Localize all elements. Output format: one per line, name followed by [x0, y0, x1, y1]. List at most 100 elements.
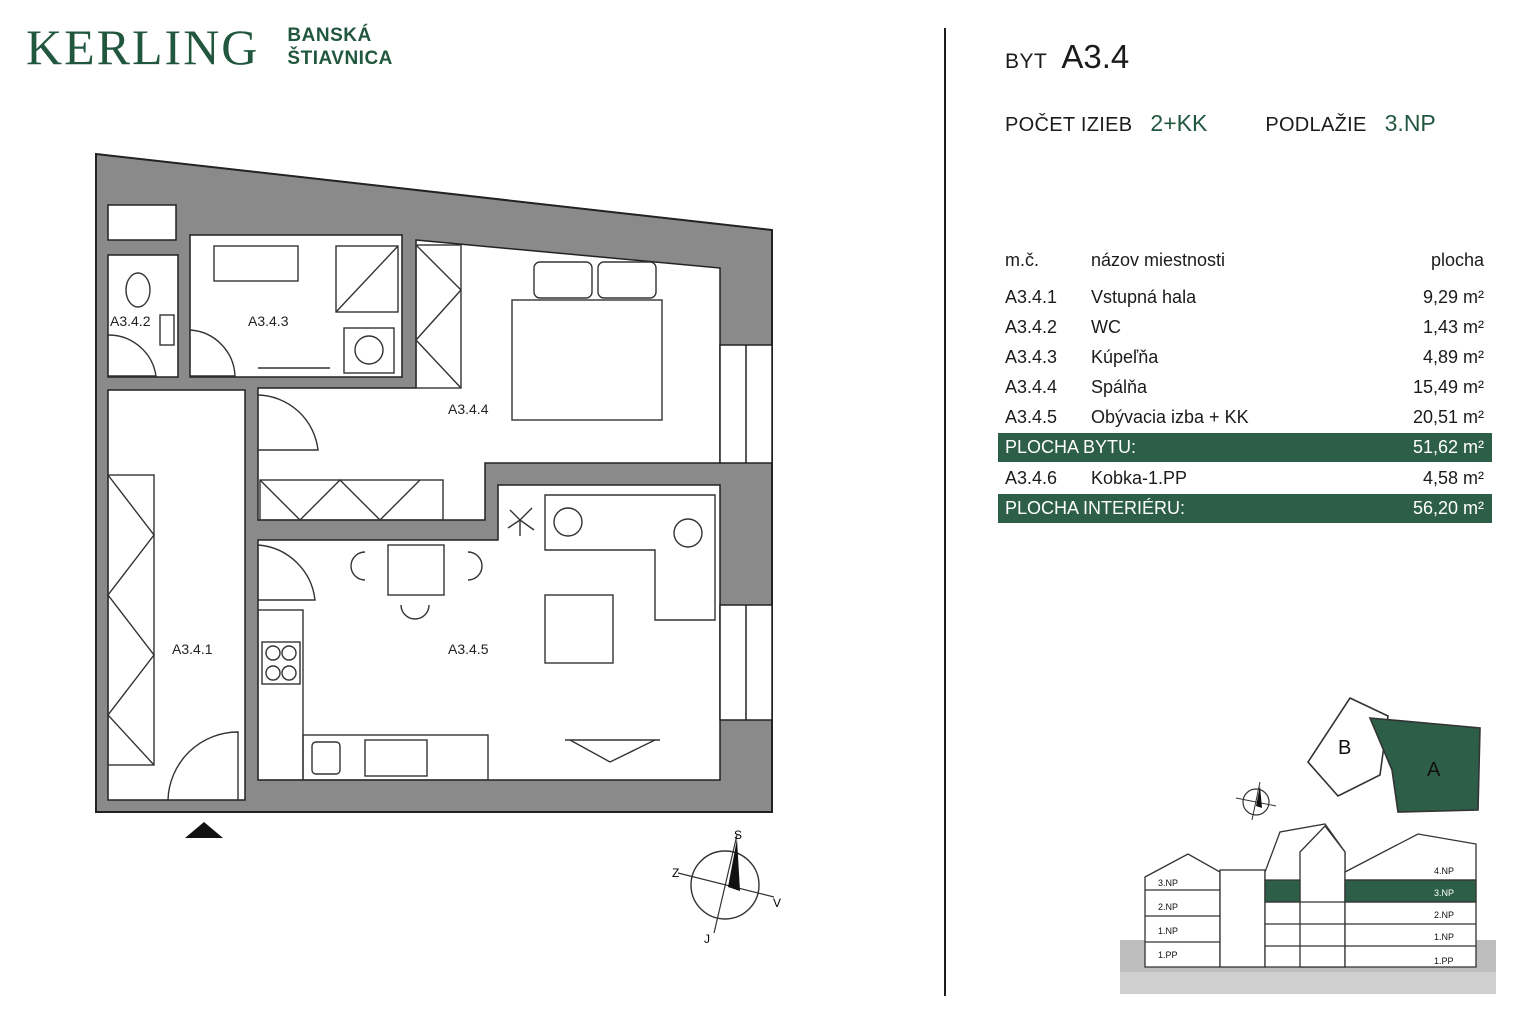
coffee-table: [544, 594, 614, 664]
bath-door: [189, 329, 236, 377]
section-right-floor: 1.NP: [1434, 932, 1454, 942]
interior-total-label: PLOCHA INTERIÉRU:: [1005, 498, 1186, 518]
room-name: Obývacia izba + KK: [1091, 406, 1249, 427]
compass-west: Z: [672, 866, 679, 880]
site-plan: B A: [1235, 696, 1481, 820]
floor-plan: A3.4.2 A3.4.3 A3.4.4 A3.4.1 A3.4.5: [95, 152, 773, 813]
sofa: [544, 494, 716, 621]
pillow: [533, 261, 593, 299]
hall-room: [107, 389, 246, 801]
header-name: názov miestnosti: [1091, 249, 1226, 270]
windows: [719, 344, 773, 721]
table-row: A3.4.5 Obývacia izba + KK 20,51 m²: [998, 402, 1492, 432]
room-area: 9,29 m²: [1422, 286, 1484, 307]
table-row: A3.4.3 Kúpeľňa 4,89 m²: [998, 342, 1492, 372]
rooms-count-label: POČET IZIEB: [1005, 114, 1133, 136]
room-number: A3.4.6: [1005, 467, 1058, 488]
section-left-floor: 1.PP: [1158, 950, 1178, 960]
building-a: [1368, 717, 1481, 813]
header-number: m.č.: [1005, 249, 1039, 270]
room-area: 4,58 m²: [1422, 467, 1484, 488]
room-number: A3.4.3: [1005, 346, 1058, 367]
floor-label: PODLAŽIE: [1265, 114, 1367, 136]
section-right-floor: 1.PP: [1434, 956, 1454, 966]
brand-location-line1: BANSKÁ: [287, 25, 372, 46]
kitchen-counter: [257, 609, 304, 781]
flat-total-label: PLOCHA BYTU:: [1005, 437, 1137, 457]
furniture: [107, 244, 716, 801]
brand-location-line2: ŠTIAVNICA: [287, 48, 393, 69]
section-right-floor: 3.NP: [1434, 888, 1454, 898]
highlight-floor-band: [1344, 879, 1477, 903]
toilet: [125, 272, 151, 308]
wc-sink: [159, 314, 175, 346]
header-area: plocha: [1430, 249, 1484, 270]
wc-door: [107, 334, 157, 377]
room-area: 15,49 m²: [1412, 376, 1484, 397]
rooms-interior: [107, 204, 721, 801]
interior-total-area: 56,20 m²: [1412, 498, 1484, 518]
brand-location: BANSKÁ ŠTIAVNICA: [287, 24, 392, 70]
room-table: m.č. názov miestnosti plocha A3.4.1 Vstu…: [998, 246, 1492, 524]
room-name: Kúpeľňa: [1091, 346, 1159, 367]
plant: [507, 507, 535, 536]
utility-niche: [107, 204, 177, 241]
section-left-floor: 3.NP: [1158, 878, 1178, 888]
label-bath: A3.4.3: [248, 313, 289, 329]
building-section: 3.NP 2.NP 1.NP 1.PP 4.NP 3.NP 2.NP 1.NP …: [1120, 823, 1496, 994]
flat-total-area: 51,62 m²: [1412, 437, 1484, 457]
section-left-floor: 2.NP: [1158, 902, 1178, 912]
pillow: [597, 261, 657, 299]
hall-closet: [107, 474, 155, 766]
double-sink: [213, 245, 299, 282]
section-labels: 3.NP 2.NP 1.NP 1.PP 4.NP 3.NP 2.NP 1.NP …: [1158, 866, 1454, 966]
unit-prefix: BYT: [1005, 50, 1048, 73]
double-bed: [511, 299, 663, 421]
vertical-divider: [944, 28, 946, 996]
washing-machine: [343, 327, 395, 374]
unit-title: BYT A3.4: [1005, 38, 1129, 76]
compass-south: J: [704, 932, 710, 946]
room-name: WC: [1091, 316, 1121, 337]
interior-total-row: PLOCHA INTERIÉRU: 56,20 m²: [998, 494, 1492, 523]
bedroom-wardrobe: [415, 244, 462, 389]
compass-north: S: [734, 828, 742, 842]
living-door: [257, 544, 316, 601]
entrance-marker-icon: [185, 822, 223, 838]
brand-logo: KERLING BANSKÁ ŠTIAVNICA: [26, 22, 393, 72]
section-left-floor: 1.NP: [1158, 926, 1178, 936]
shower: [335, 245, 399, 313]
flat-total-row: PLOCHA BYTU: 51,62 m²: [998, 433, 1492, 462]
room-area: 4,89 m²: [1422, 346, 1484, 367]
compass-east: V: [773, 896, 781, 910]
label-living: A3.4.5: [448, 641, 489, 657]
compass-icon: S Z V J: [672, 828, 781, 946]
bedroom-door: [257, 394, 319, 451]
room-name: Vstupná hala: [1091, 286, 1197, 307]
table-row: A3.4.2 WC 1,43 m²: [998, 312, 1492, 342]
table-row: A3.4.1 Vstupná hala 9,29 m²: [998, 282, 1492, 312]
section-right-floor: 2.NP: [1434, 910, 1454, 920]
cooktop: [261, 641, 301, 685]
room-number: A3.4.2: [1005, 316, 1058, 337]
entrance-door: [167, 731, 239, 801]
table-row: A3.4.4 Spálňa 15,49 m²: [998, 372, 1492, 402]
section-right-floor: 4.NP: [1434, 866, 1454, 876]
room-name: Kobka-1.PP: [1091, 467, 1188, 488]
room-area: 1,43 m²: [1422, 316, 1484, 337]
brand-name: KERLING: [26, 19, 260, 75]
room-table-header: m.č. názov miestnosti plocha: [998, 246, 1492, 274]
label-wc: A3.4.2: [110, 313, 151, 329]
rooms-count-value: 2+KK: [1150, 110, 1208, 136]
unit-code: A3.4: [1061, 38, 1130, 75]
label-bedroom: A3.4.4: [448, 401, 489, 417]
kitchen-sink: [364, 739, 428, 777]
unit-specs: POČET IZIEB 2+KK PODLAŽIE 3.NP: [1005, 110, 1436, 137]
room-labels: A3.4.2 A3.4.3 A3.4.4 A3.4.1 A3.4.5: [110, 313, 489, 657]
building-a-label: A: [1427, 759, 1441, 781]
room-number: A3.4.4: [1005, 376, 1058, 397]
floor-value: 3.NP: [1384, 110, 1436, 136]
label-hall: A3.4.1: [172, 641, 213, 657]
dining-table: [387, 544, 445, 596]
bedroom-room: [257, 239, 721, 521]
